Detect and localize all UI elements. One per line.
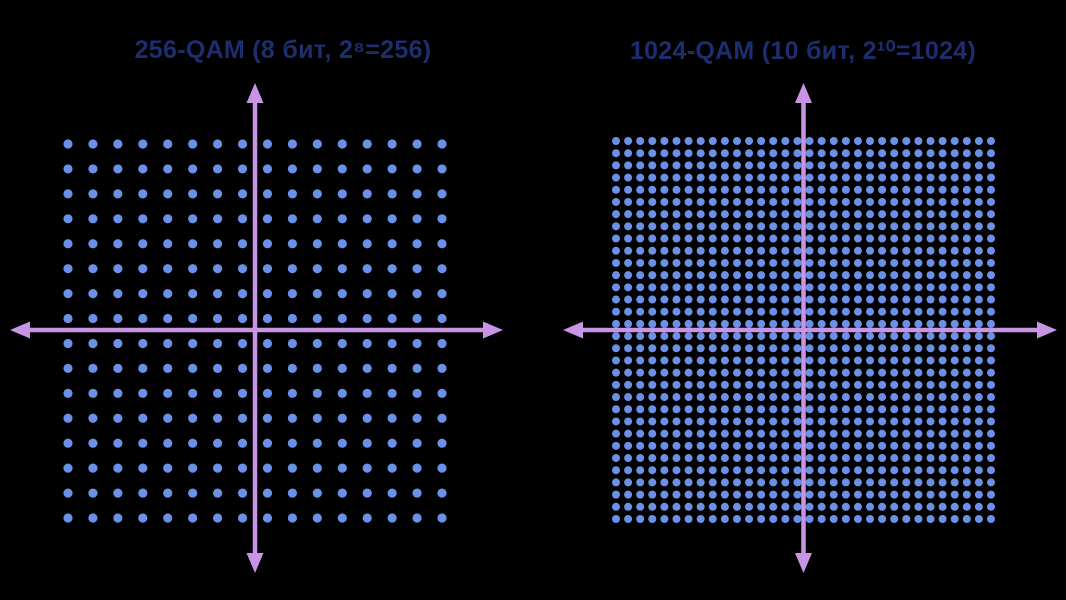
qam-256-q-axis-arrow-down	[246, 553, 264, 573]
qam-256-axes	[10, 83, 503, 573]
qam-1024-axes	[563, 83, 1057, 573]
qam-1024-q-axis-arrow-down	[795, 553, 812, 573]
qam-1024-panel	[563, 83, 1057, 573]
qam-1024-title: 1024-QAM (10 бит, 2¹⁰=1024)	[629, 37, 977, 65]
qam-1024-i-axis-arrow-left	[563, 321, 583, 339]
qam-256-title: 256-QAM (8 бит, 2⁸=256)	[134, 36, 432, 64]
qam-256-panel	[10, 83, 503, 573]
qam-256-i-axis-arrow-left	[10, 321, 30, 339]
qam-256-dot-grid	[63, 139, 447, 523]
qam-256-i-axis-arrow-right	[483, 321, 503, 339]
qam-1024-dot-grid	[612, 137, 995, 523]
qam-1024-i-axis-arrow-right	[1037, 321, 1057, 339]
qam-1024-q-axis-arrow-up	[795, 83, 812, 103]
qam-256-q-axis-arrow-up	[246, 83, 264, 103]
